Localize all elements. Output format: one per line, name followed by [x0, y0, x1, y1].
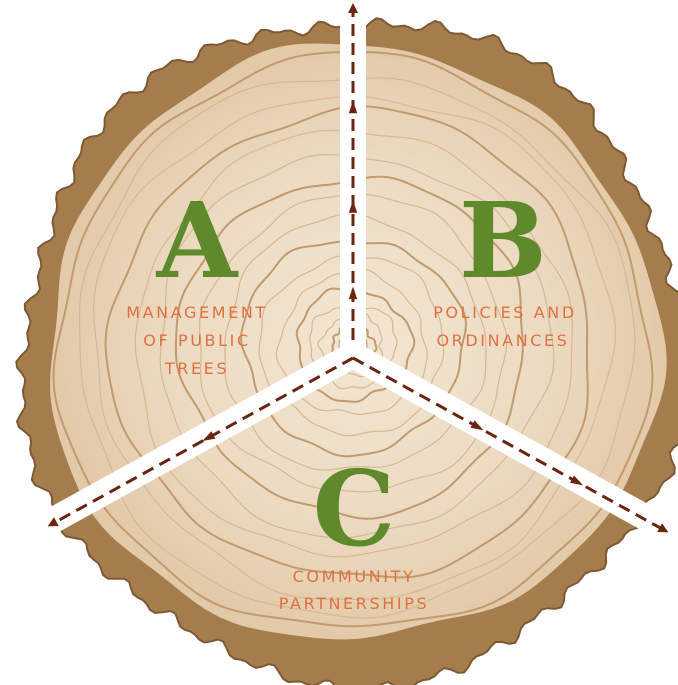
sector-c-caption-line-1: COMMUNITY [293, 567, 416, 586]
sector-a-caption-line-3: TREES [164, 359, 229, 378]
sector-c-letter: C [313, 447, 396, 570]
sector-a-caption-line-2: OF PUBLIC [143, 331, 250, 350]
sector-c-caption-line-2: PARTNERSHIPS [279, 594, 429, 613]
sector-a-caption-line-1: MANAGEMENT [126, 303, 268, 322]
sector-a-letter: A [156, 179, 239, 302]
sector-b-letter: B [459, 179, 547, 302]
sector-b-caption-line-2: ORDINANCES [436, 331, 569, 350]
sector-b-caption-line-1: POLICIES AND [433, 303, 577, 322]
